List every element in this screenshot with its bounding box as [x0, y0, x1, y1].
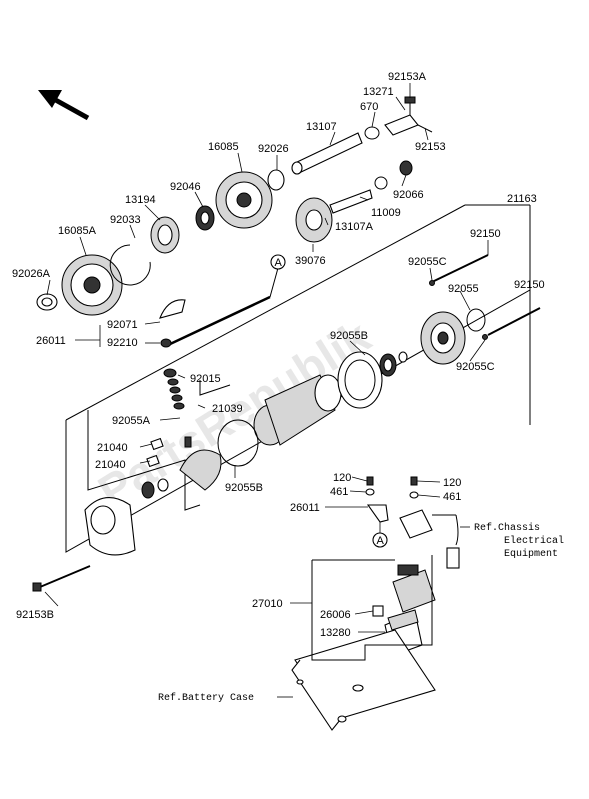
cap-92071: [159, 299, 186, 319]
relay-27010: [392, 564, 436, 613]
o-ring-92055C: [429, 280, 488, 340]
shaft-13107A: [329, 189, 373, 214]
bolt-92150-lower: [487, 307, 541, 336]
label-13271: 13271: [363, 86, 394, 98]
label-21039: 21039: [212, 403, 243, 415]
label-11009: 11009: [371, 207, 401, 219]
label-26006: 26006: [320, 609, 351, 621]
svg-text:A: A: [377, 535, 385, 547]
label-92153A: 92153A: [388, 71, 427, 83]
label-92055C-upper: 92055C: [408, 256, 447, 268]
fuse-26006: [372, 605, 384, 617]
label-27010: 27010: [252, 598, 283, 610]
ref-chassis-line3: Equipment: [504, 548, 558, 560]
label-92055: 92055: [448, 283, 479, 295]
label-92150-lower: 92150: [514, 279, 545, 291]
o-ring-92055: [466, 308, 486, 332]
label-92015: 92015: [190, 373, 221, 385]
o-ring-670: [364, 126, 380, 140]
plate-13271: [384, 114, 419, 136]
connector-26011-lower: [399, 509, 460, 569]
o-ring-92055B-lower: [217, 419, 259, 467]
bearing-92046: [195, 205, 215, 231]
ref-chassis-line1: Ref.Chassis: [474, 522, 540, 534]
label-461-left: 461: [330, 486, 348, 498]
label-21163: 21163: [507, 193, 537, 205]
battery-case: [291, 629, 436, 731]
brush-subframe: [87, 410, 201, 511]
brush-holder: [179, 436, 222, 491]
label-13107A: 13107A: [335, 221, 374, 233]
label-92033: 92033: [110, 214, 141, 226]
label-16085A: 16085A: [58, 225, 97, 237]
relay-frame: [311, 555, 433, 661]
end-cover-21163: [420, 311, 466, 365]
label-92071: 92071: [107, 319, 138, 331]
bolt-92153B: [32, 565, 91, 592]
label-92046: 92046: [170, 181, 201, 193]
svg-text:A: A: [275, 257, 283, 269]
washer-92026A: [36, 293, 58, 311]
label-92210: 92210: [107, 337, 138, 349]
ref-battery-case: Ref.Battery Case: [158, 692, 254, 704]
bearing-92055B-upper: [379, 351, 408, 377]
label-120-left: 120: [333, 472, 351, 484]
circlip-92033: [109, 244, 151, 286]
bolt-92153A: [404, 96, 416, 115]
gear-16085A: [61, 254, 123, 316]
nut-92210: [160, 338, 172, 348]
label-13107: 13107: [306, 121, 337, 133]
washer-92026: [267, 169, 285, 191]
label-13194: 13194: [125, 194, 156, 206]
gear-39076: [295, 197, 333, 243]
label-670: 670: [360, 101, 378, 113]
ref-chassis-line2: Electrical: [504, 535, 564, 547]
label-92150-upper: 92150: [470, 228, 501, 240]
label-13280: 13280: [320, 627, 351, 639]
label-39076: 39076: [295, 255, 326, 267]
label-21040-lower: 21040: [95, 459, 126, 471]
label-92055B-upper: 92055B: [330, 330, 368, 342]
reference-marker-a-lower: A: [372, 532, 388, 548]
label-92066: 92066: [393, 189, 424, 201]
label-92055B-lower: 92055B: [225, 482, 263, 494]
gear-16085: [215, 171, 273, 229]
label-461-right: 461: [443, 491, 461, 503]
label-26011-upper: 26011: [36, 335, 66, 347]
reference-marker-a-upper: A: [270, 254, 286, 270]
brush-21040: [146, 437, 164, 468]
direction-arrow-icon: [38, 90, 90, 121]
label-92055A: 92055A: [112, 415, 151, 427]
label-92055C-lower: 92055C: [456, 361, 495, 373]
seal-washers: [141, 478, 169, 499]
label-92026: 92026: [258, 143, 289, 155]
washer-stack-92015: [163, 368, 185, 410]
o-ring-11009: [374, 176, 388, 190]
starter-lead-26011: [167, 267, 279, 347]
label-92026A: 92026A: [12, 268, 51, 280]
label-120-right: 120: [443, 477, 461, 489]
yoke: [337, 351, 383, 409]
bearing-13194: [150, 216, 180, 254]
shaft-13107: [291, 132, 363, 175]
label-21040-upper: 21040: [97, 442, 128, 454]
leader-lines: [44, 83, 531, 698]
label-16085: 16085: [208, 141, 239, 153]
terminal-120-461: [365, 476, 419, 523]
armature-21039: [253, 374, 342, 446]
front-cover: [84, 497, 136, 556]
label-26011-lower: 26011: [290, 502, 320, 514]
label-92153: 92153: [415, 141, 446, 153]
bolt-92150-upper: [431, 254, 489, 283]
cap-92066: [399, 160, 413, 176]
label-92153B: 92153B: [16, 609, 54, 621]
